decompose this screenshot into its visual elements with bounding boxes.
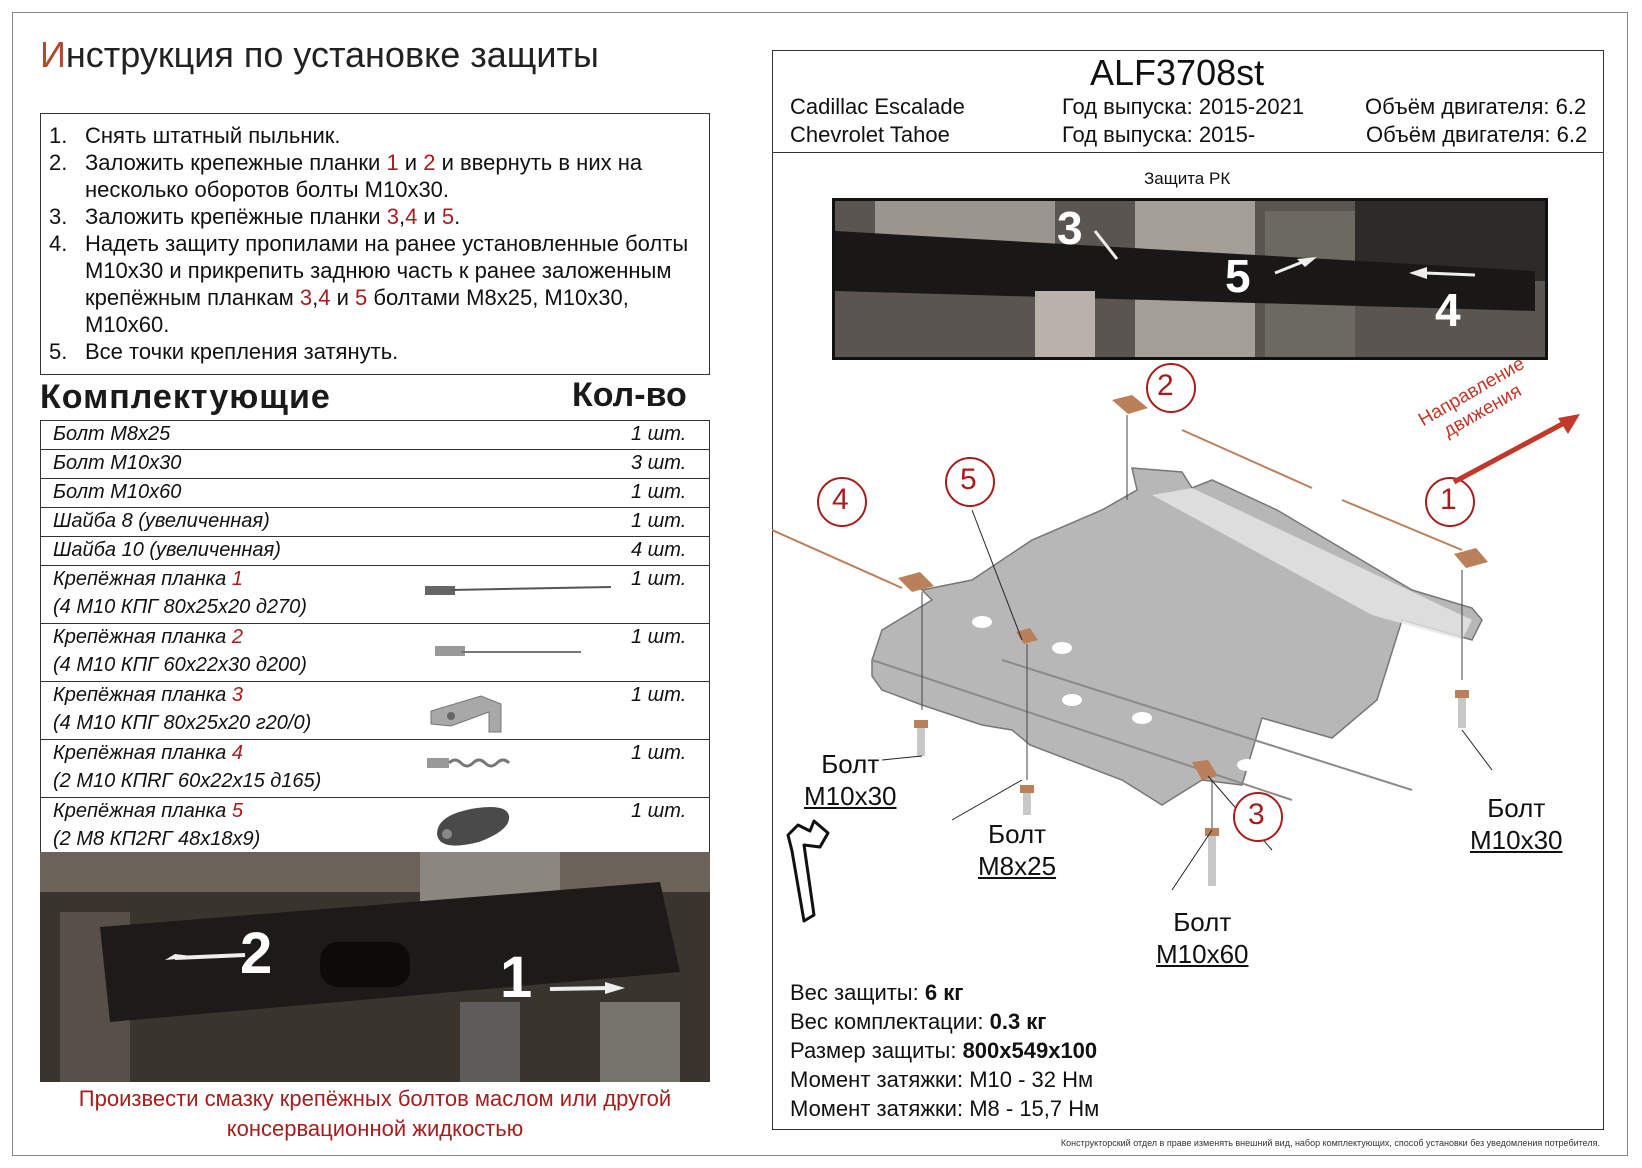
small-plate-icon	[437, 807, 510, 846]
transmission-image	[835, 201, 1545, 357]
spec-torque-m8: Момент затяжки: М8 - 15,7 Нм	[790, 1096, 1100, 1121]
part-number-ref: 4	[318, 285, 331, 310]
parts-row: Крепёжная планка 4 (2 М10 КПRГ 60х22х15 …	[41, 740, 709, 798]
parts-row: Крепёжная планка 5 (2 М8 КП2RГ 48х18х9) …	[53, 800, 687, 850]
vehicle-year: Год выпуска: 2015-2021	[1062, 94, 1305, 119]
step-text: и ввернуть в них на несколько оборотов б…	[85, 150, 643, 202]
instruction-steps: 1.Снять штатный пыльник. 2.Заложить креп…	[40, 113, 710, 375]
bolt-icon	[914, 720, 928, 756]
installation-photo-top: 3 5 4	[832, 198, 1548, 360]
direction-arrow-icon	[1452, 414, 1580, 485]
photo-label-2: 2	[240, 921, 273, 986]
step-item: 2.Заложить крепежные планки 1 и 2 и ввер…	[49, 150, 643, 202]
step-text: Надеть защиту пропилами на ранее установ…	[85, 231, 689, 310]
vehicle-name: Chevrolet Tahoe	[790, 122, 950, 147]
step-item: 3.Заложить крепёжные планки 3,4 и 5.	[49, 204, 461, 229]
bolt-icon	[1205, 828, 1219, 886]
parts-row: Крепёжная планка 1 (4 М10 КПГ 80х25х20 д…	[41, 566, 709, 624]
parts-row: Шайба 10 (увеличенная)4 шт.	[41, 537, 709, 566]
photo-label-1: 1	[500, 945, 533, 1010]
parts-row: Шайба 8 (увеличенная)1 шт.	[41, 508, 709, 537]
callout-4: 4	[832, 483, 849, 516]
strip-plate-icon	[435, 646, 581, 656]
step-text: Все точки крепления затянуть.	[85, 339, 399, 364]
step-text: и	[330, 285, 356, 310]
model-code: ALF3708st	[1090, 52, 1265, 93]
photo-caption: Защита РК	[1144, 169, 1231, 188]
undercarriage-image	[40, 852, 710, 1082]
photo-label-3: 3	[1057, 202, 1083, 254]
page-title: Инструкция по установке защиты	[40, 34, 599, 75]
photo-label-5: 5	[1225, 250, 1251, 302]
vehicle-engine: Объём двигателя: 6.2	[1366, 122, 1588, 147]
part-number-ref: 5	[441, 204, 455, 229]
step-item: 4.Надеть защиту пропилами на ранее устан…	[49, 231, 689, 337]
chain-plate-icon	[427, 758, 511, 768]
callout-2: 2	[1157, 369, 1174, 402]
part-number-ref: 4	[405, 204, 418, 229]
spec-torque-m10: Момент затяжки: М10 - 32 Нм	[790, 1067, 1094, 1092]
step-text: Снять штатный пыльник.	[85, 123, 341, 148]
wrench-icon	[786, 819, 830, 923]
step-text: .	[454, 204, 461, 229]
callout-3: 3	[1248, 798, 1265, 831]
strip-plate-icon	[425, 586, 612, 595]
part-number-ref: 2	[423, 150, 436, 175]
step-text: Заложить крепежные планки	[85, 150, 387, 175]
spec-kit-weight: Вес комплектации: 0.3 кг	[790, 1009, 1047, 1034]
disclaimer: Конструкторский отдел в праве изменять в…	[1060, 1138, 1600, 1148]
skid-plate-diagram	[772, 363, 1493, 923]
photo-label-4: 4	[1435, 284, 1461, 336]
step-text: Заложить крепёжные планки	[85, 204, 387, 229]
installation-photo-bottom: 2 1	[40, 852, 710, 1082]
vehicle-engine: Объём двигателя: 6.2	[1365, 94, 1587, 119]
part-number-ref: 3	[299, 285, 313, 310]
quantity-heading: Кол-во	[572, 376, 687, 414]
callout-5: 5	[960, 463, 977, 496]
bolt-icon	[1020, 785, 1034, 815]
step-item: 5.Все точки крепления затянуть.	[49, 339, 399, 364]
callout-1: 1	[1440, 483, 1457, 516]
vehicle-name: Cadillac Escalade	[790, 94, 965, 119]
spec-weight: Вес защиты: 6 кг	[790, 980, 964, 1005]
components-heading: Комплектующие	[40, 378, 331, 416]
bracket-plate-icon	[430, 695, 502, 733]
part-number-ref: 5	[355, 285, 368, 310]
bolt-icon	[1455, 690, 1469, 728]
page-frame	[12, 12, 1628, 1156]
part-number-ref: 3	[386, 204, 399, 229]
step-text: и	[398, 150, 424, 175]
vehicle-year: Год выпуска: 2015-	[1062, 122, 1256, 147]
header-divider	[772, 152, 1604, 153]
lubrication-note: Произвести смазку крепёжных болтов масло…	[78, 1086, 672, 1141]
step-text: болтами М8х25, М10х30, М10х60.	[85, 285, 629, 337]
parts-row: Крепёжная планка 3 (4 М10 КПГ 80х25х20 г…	[41, 682, 709, 740]
part-number-ref: 1	[386, 150, 399, 175]
product-card	[772, 50, 1604, 1130]
step-text: и	[417, 204, 442, 229]
step-item: 1.Снять штатный пыльник.	[49, 123, 341, 148]
parts-row: Крепёжная планка 2 (4 М10 КПГ 60х22х30 д…	[41, 624, 709, 682]
step-text: ,	[312, 285, 319, 310]
step-text: ,	[398, 204, 406, 229]
spec-size: Размер защиты: 800х549х100	[790, 1038, 1098, 1063]
